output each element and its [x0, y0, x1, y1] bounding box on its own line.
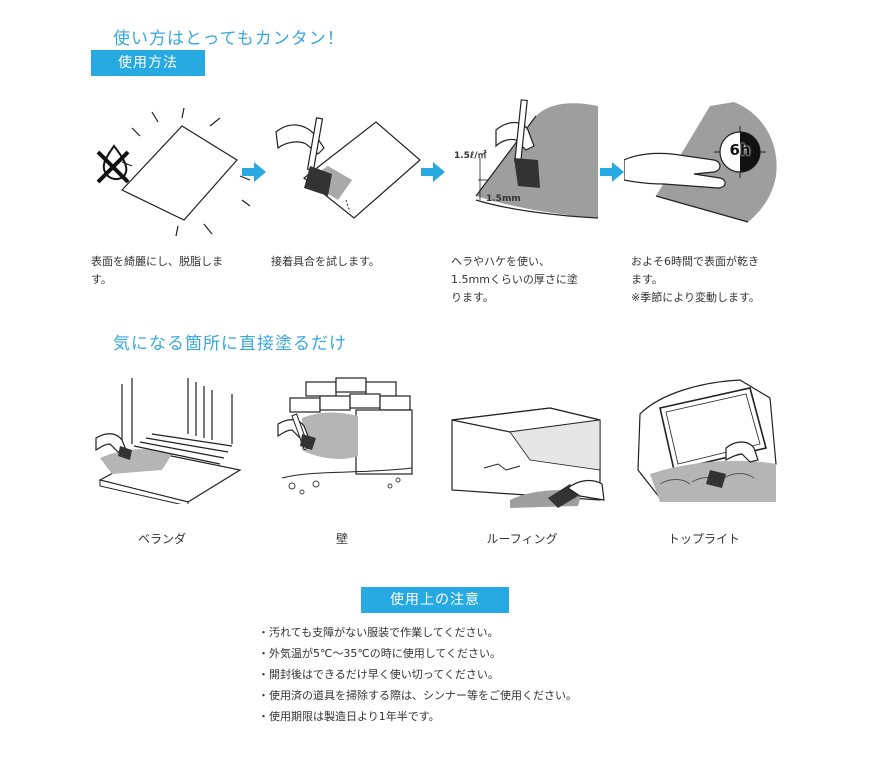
six-hour-timer-label: 6h: [729, 141, 751, 159]
step3-apply-coating-illustration: [475, 99, 598, 219]
arrow-right-icon: [242, 162, 266, 182]
wall-illustration: [277, 377, 413, 495]
coverage-rate-label: 1.5ℓ/㎡: [454, 151, 487, 161]
step3-text: ヘラやハケを使い、 1.5mmくらいの厚さに塗 ります。: [451, 255, 578, 304]
roofing-illustration: [451, 407, 605, 508]
precaution-item: ・汚れても支障がない服装で作業してください。: [258, 626, 499, 639]
step4-text: およそ6時間で表面が乾き ます。 ※季節により変動します。: [631, 255, 760, 304]
step1-degrease-illustration: [96, 108, 251, 237]
usage-method-badge: 使用方法: [91, 50, 205, 76]
precaution-item: ・使用済の道具を掃除する際は、シンナー等をご使用ください。: [258, 689, 577, 702]
precaution-item: ・開封後はできるだけ早く使い切ってください。: [258, 668, 499, 681]
section-heading-apply-directly: 気になる箇所に直接塗るだけ: [113, 334, 347, 354]
usage-precautions-badge: 使用上の注意: [361, 587, 509, 613]
section-heading-easy: 使い方はとってもカンタン！: [113, 29, 345, 49]
arrow-right-icon: [421, 162, 445, 182]
no-oil-icon: [96, 144, 130, 184]
veranda-illustration: [95, 378, 242, 504]
step2-adhesion-test-illustration: [275, 117, 421, 219]
precautions-list: ・汚れても支障がない服装で作業してください。 ・外気温が5℃～35℃の時に使用し…: [258, 622, 577, 727]
step4-drying-illustration: [624, 102, 777, 223]
thickness-label: 1.5mm: [486, 194, 521, 204]
skylight-illustration: [637, 379, 777, 502]
skylight-caption: トップライト: [667, 532, 740, 546]
arrow-right-icon: [600, 162, 624, 182]
step1-text: 表面を綺麗にし、脱脂しま す。: [91, 255, 223, 286]
precaution-item: ・使用期限は製造日より1年半です。: [258, 710, 440, 723]
precaution-item: ・外気温が5℃～35℃の時に使用してください。: [258, 647, 502, 660]
step2-text: 接着具合を試します。: [271, 255, 380, 268]
veranda-caption: ベランダ: [137, 532, 186, 546]
roofing-caption: ルーフィング: [486, 532, 558, 546]
wall-caption: 壁: [335, 532, 348, 546]
